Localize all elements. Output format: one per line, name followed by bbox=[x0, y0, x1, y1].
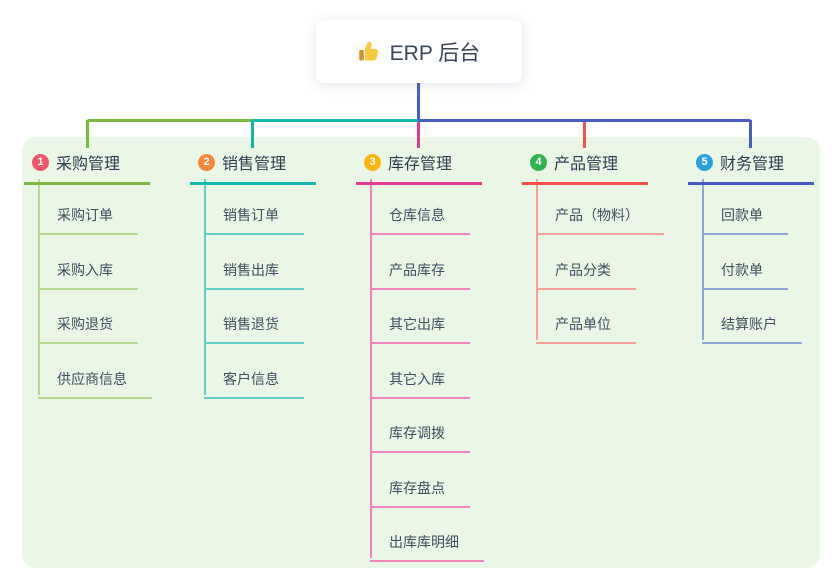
branch-label: 采购管理 bbox=[56, 156, 121, 173]
node-other-outbound[interactable]: 其它出库 bbox=[370, 314, 470, 344]
node-purchase-inbound[interactable]: 采购入库 bbox=[38, 260, 138, 290]
node-settlement-account[interactable]: 结算账户 bbox=[702, 314, 802, 344]
branch-number-badge: 5 bbox=[696, 153, 713, 171]
branch-number-badge: 1 bbox=[32, 153, 49, 171]
branch-header-product[interactable]: 4 产品管理 bbox=[522, 150, 649, 185]
branch-number-badge: 3 bbox=[364, 153, 381, 171]
node-payment-doc[interactable]: 付款单 bbox=[702, 260, 788, 290]
connector-drop-finance bbox=[749, 120, 752, 148]
connector-bar-green bbox=[86, 119, 253, 122]
thumbs-up-icon bbox=[358, 40, 381, 63]
node-product-unit[interactable]: 产品单位 bbox=[536, 314, 636, 344]
connector-drop-sales bbox=[251, 120, 254, 148]
root-title: ERP 后台 bbox=[389, 41, 481, 65]
node-stock-count[interactable]: 库存盘点 bbox=[370, 478, 470, 508]
branch-label: 库存管理 bbox=[388, 156, 453, 173]
node-supplier-info[interactable]: 供应商信息 bbox=[38, 369, 152, 399]
branch-header-inventory[interactable]: 3 库存管理 bbox=[356, 150, 483, 185]
branch-header-sales[interactable]: 2 销售管理 bbox=[190, 150, 317, 185]
connector-drop-product bbox=[583, 122, 586, 148]
branch-spine-purchase bbox=[38, 179, 40, 395]
branch-spine-product bbox=[536, 179, 538, 340]
connector-drop-inventory bbox=[417, 122, 420, 148]
node-sales-order[interactable]: 销售订单 bbox=[204, 205, 304, 235]
node-stock-transfer[interactable]: 库存调拨 bbox=[370, 423, 470, 453]
branch-spine-inventory bbox=[370, 179, 372, 558]
root-node[interactable]: ERP 后台 bbox=[316, 20, 522, 83]
branch-spine-finance bbox=[702, 179, 704, 340]
connector-bar-blue bbox=[418, 119, 752, 122]
connector-root-stem bbox=[417, 83, 420, 121]
connector-bar-teal bbox=[253, 119, 418, 122]
branch-number-badge: 4 bbox=[530, 153, 547, 171]
node-purchase-order[interactable]: 采购订单 bbox=[38, 205, 138, 235]
node-outbound-detail[interactable]: 出库库明细 bbox=[370, 532, 484, 562]
node-other-inbound[interactable]: 其它入库 bbox=[370, 369, 470, 399]
branches-panel bbox=[22, 137, 820, 568]
branch-label: 财务管理 bbox=[720, 156, 785, 173]
node-customer-info[interactable]: 客户信息 bbox=[204, 369, 304, 399]
node-sales-return[interactable]: 销售退货 bbox=[204, 314, 304, 344]
node-receipt-doc[interactable]: 回款单 bbox=[702, 205, 788, 235]
node-product-stock[interactable]: 产品库存 bbox=[370, 260, 470, 290]
branch-label: 产品管理 bbox=[554, 156, 619, 173]
node-product-material[interactable]: 产品（物料） bbox=[536, 205, 664, 235]
node-warehouse-info[interactable]: 仓库信息 bbox=[370, 205, 470, 235]
node-product-category[interactable]: 产品分类 bbox=[536, 260, 636, 290]
connector-drop-purchase bbox=[86, 120, 89, 148]
branch-number-badge: 2 bbox=[198, 153, 215, 171]
branch-label: 销售管理 bbox=[222, 156, 287, 173]
branch-header-finance[interactable]: 5 财务管理 bbox=[688, 150, 815, 185]
branch-header-purchase[interactable]: 1 采购管理 bbox=[24, 150, 151, 185]
node-sales-outbound[interactable]: 销售出库 bbox=[204, 260, 304, 290]
branch-spine-sales bbox=[204, 179, 206, 395]
node-purchase-return[interactable]: 采购退货 bbox=[38, 314, 138, 344]
